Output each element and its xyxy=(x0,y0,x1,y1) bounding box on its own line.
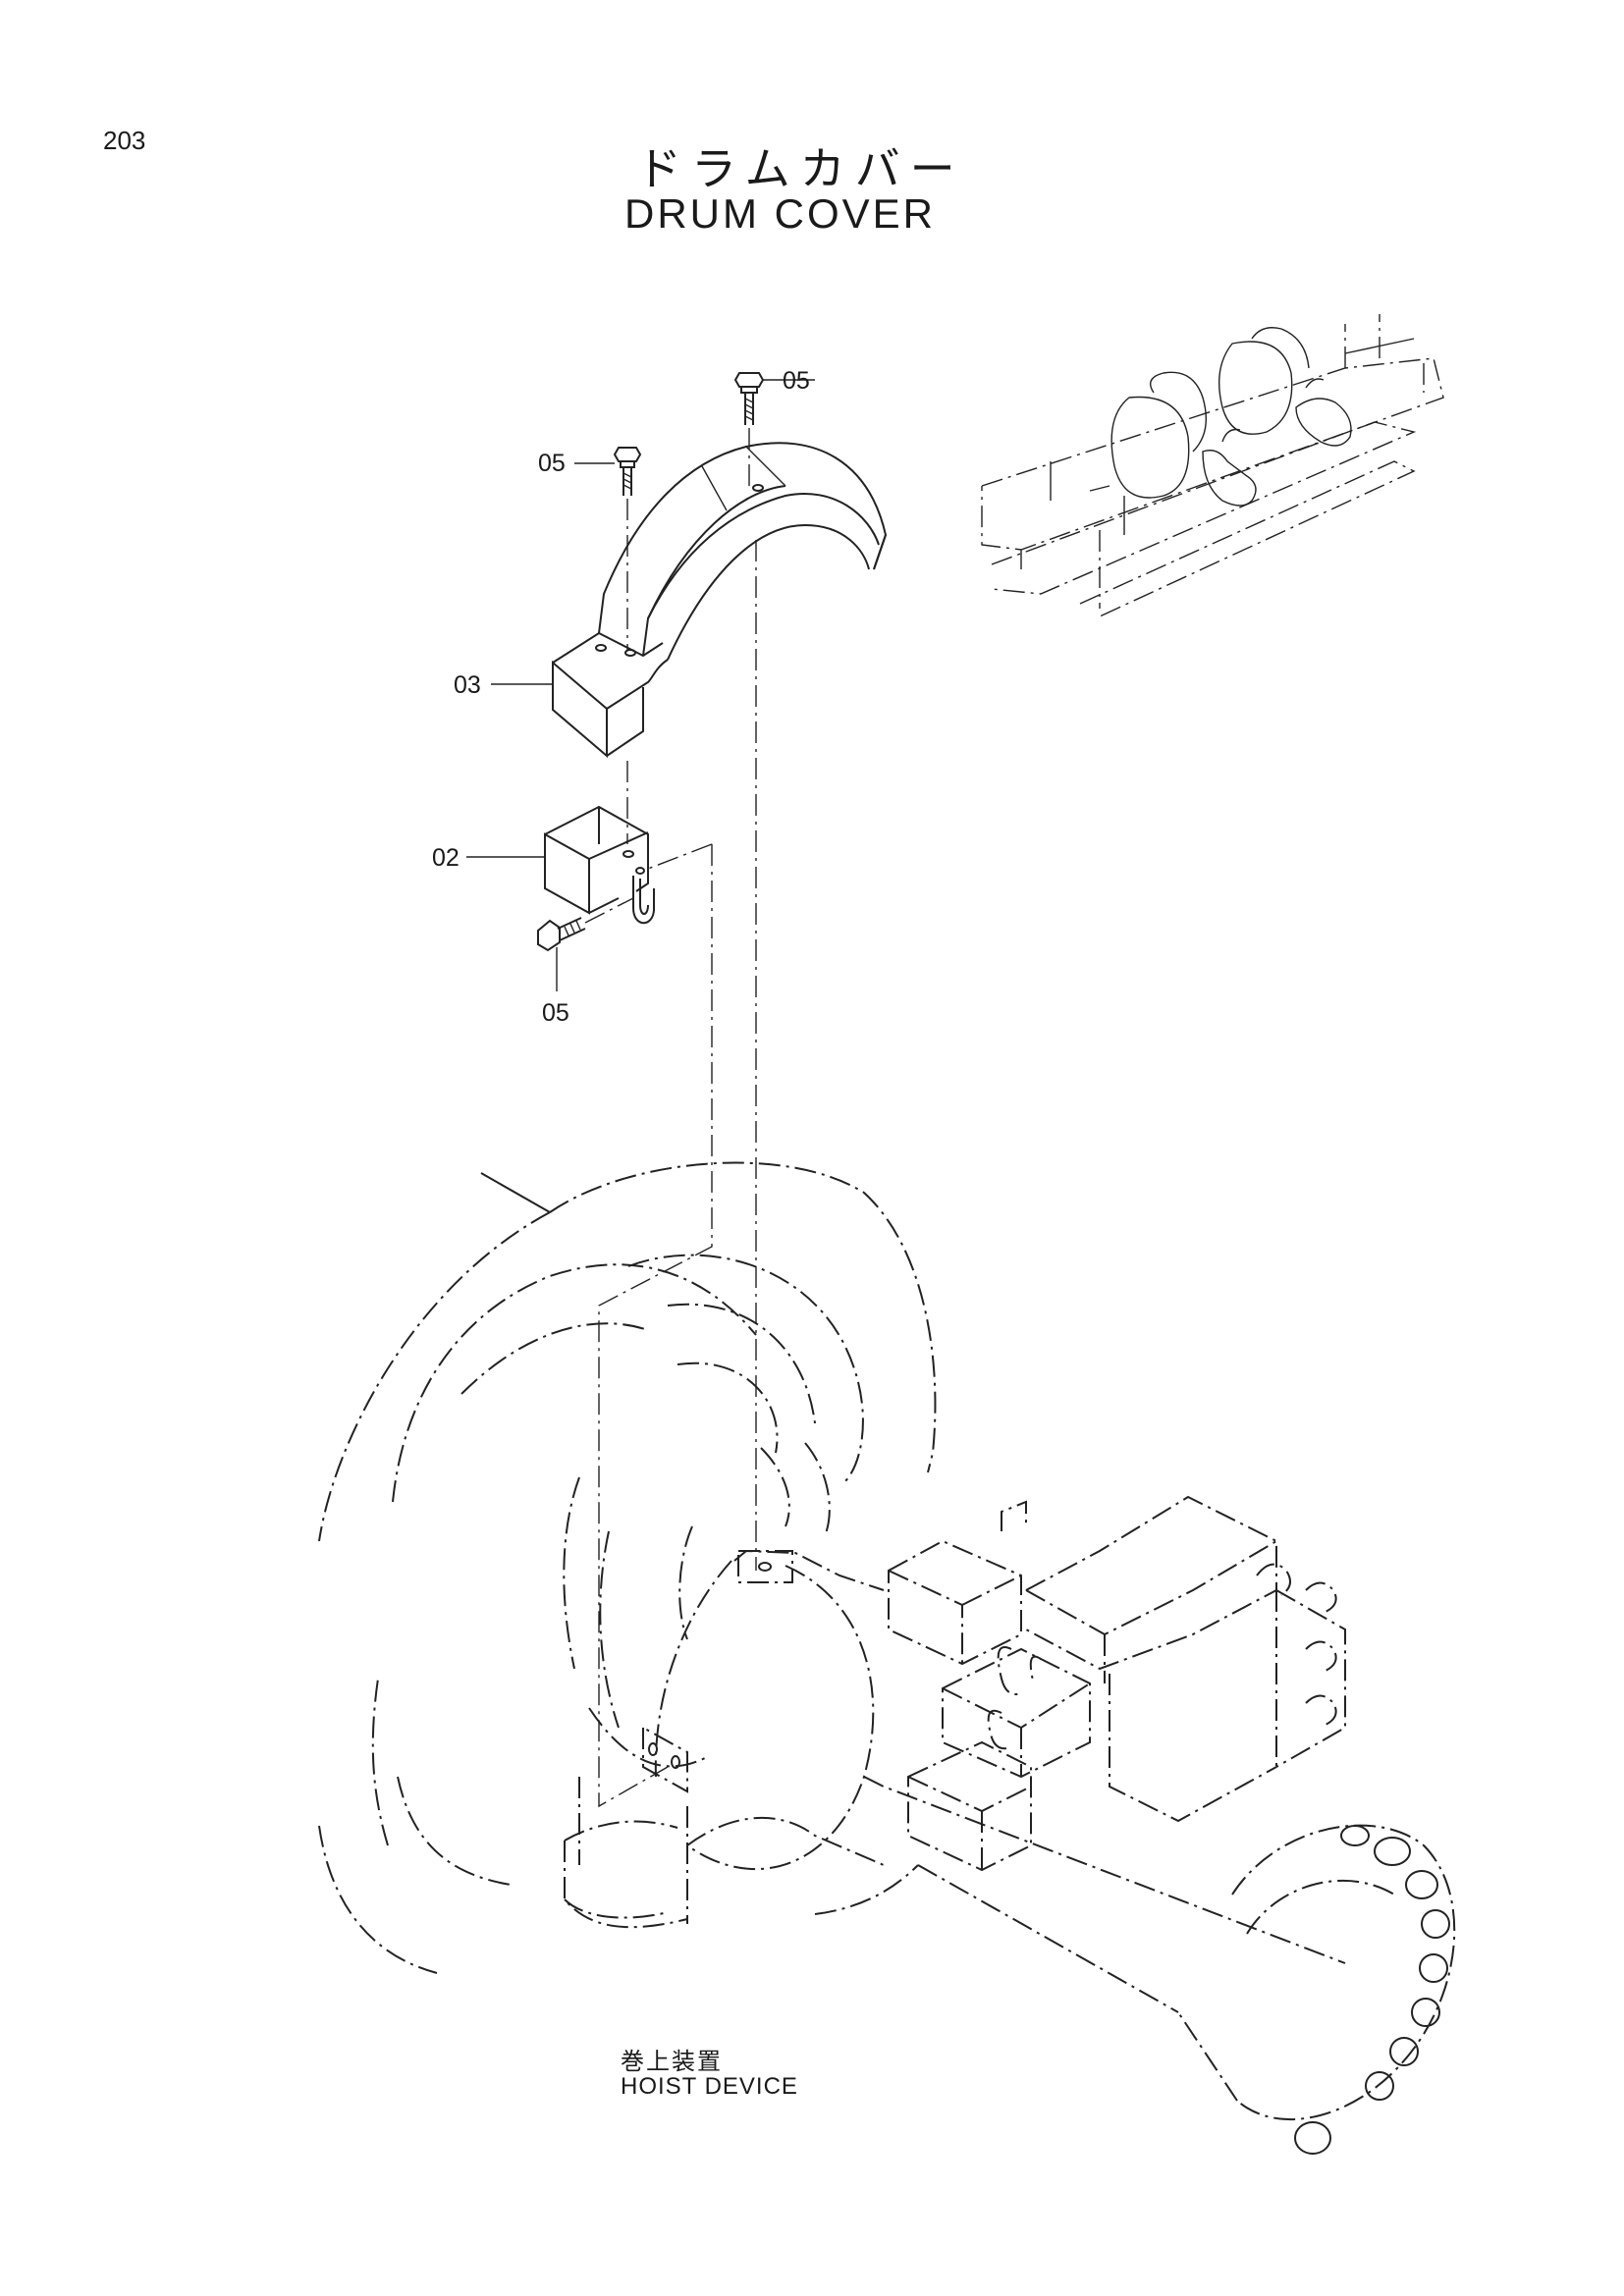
drum-cover-03 xyxy=(491,442,888,759)
callout-bolt-05-top-left: 05 xyxy=(538,450,566,477)
bolt-05-top-left xyxy=(574,447,642,650)
callout-bolt-05-top-right: 05 xyxy=(783,367,810,395)
callout-drum-cover-03: 03 xyxy=(454,671,481,699)
callout-bracket-02: 02 xyxy=(432,844,460,872)
assembly-label-japanese: 巻上装置 xyxy=(621,2048,723,2075)
guard-plate xyxy=(598,540,757,1808)
bolt-05-bracket xyxy=(537,897,634,991)
bolt-05-top-right xyxy=(733,372,815,491)
drum-flange xyxy=(564,1549,885,1929)
assembly-label-english: HOIST DEVICE xyxy=(621,2073,798,2100)
hoist-drum-outline xyxy=(318,1161,937,1974)
reducer-bolt-circle xyxy=(1294,1825,1450,2155)
callout-bolt-05-bracket: 05 xyxy=(542,999,569,1027)
title-japanese: ドラムカバー xyxy=(636,142,965,195)
location-thumbnail xyxy=(981,314,1444,617)
page-number: 203 xyxy=(103,126,146,155)
hoist-device-body xyxy=(686,1495,1456,2155)
title-english: DRUM COVER xyxy=(624,190,937,237)
bracket-02 xyxy=(466,761,655,925)
